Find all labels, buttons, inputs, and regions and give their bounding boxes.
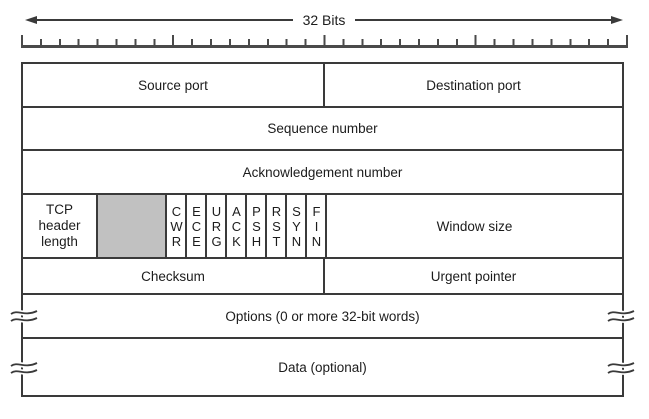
break-mark-icon <box>606 308 636 324</box>
arrowhead-right-icon <box>611 16 623 24</box>
flag-cwr: CWR <box>165 195 185 257</box>
bit-width-label: 32 Bits <box>302 12 346 28</box>
row-ports: Source port Destination port <box>23 64 622 106</box>
field-tcp-header-length: TCP header length <box>38 202 81 249</box>
flag-urg: URG <box>205 195 225 257</box>
field-destination-port: Destination port <box>323 64 622 106</box>
arrow-line-right <box>355 19 611 21</box>
flag-fin: FIN <box>305 195 325 257</box>
field-urgent-pointer: Urgent pointer <box>323 259 622 293</box>
row-options: Options (0 or more 32-bit words) <box>23 293 622 337</box>
field-sequence-number: Sequence number <box>267 121 378 136</box>
row-acknowledgement-number: Acknowledgement number <box>23 149 622 193</box>
flag-syn: SYN <box>285 195 305 257</box>
row-flags: TCP header length CWR ECE URG ACK PSH RS… <box>23 193 622 257</box>
flag-ece: ECE <box>185 195 205 257</box>
row-data: Data (optional) <box>23 337 622 395</box>
row-sequence-number: Sequence number <box>23 106 622 149</box>
flag-psh: PSH <box>245 195 265 257</box>
field-source-port: Source port <box>138 77 208 93</box>
break-mark-icon <box>606 360 636 376</box>
bit-ruler <box>21 35 628 48</box>
arrowhead-left-icon <box>25 16 37 24</box>
break-mark-icon <box>9 308 39 324</box>
field-reserved <box>96 195 165 257</box>
break-mark-icon <box>9 360 39 376</box>
flag-ack: ACK <box>225 195 245 257</box>
arrow-line-left <box>37 19 293 21</box>
flag-rst: RST <box>265 195 285 257</box>
tcp-header-table: Source port Destination port Sequence nu… <box>9 62 636 397</box>
field-acknowledgement-number: Acknowledgement number <box>242 164 403 180</box>
row-checksum: Checksum Urgent pointer <box>23 257 622 293</box>
field-options: Options (0 or more 32-bit words) <box>225 308 420 324</box>
field-window-size: Window size <box>325 195 622 257</box>
field-checksum: Checksum <box>141 268 205 284</box>
field-data: Data (optional) <box>278 359 367 375</box>
bit-width-arrow: 32 Bits <box>25 12 623 28</box>
